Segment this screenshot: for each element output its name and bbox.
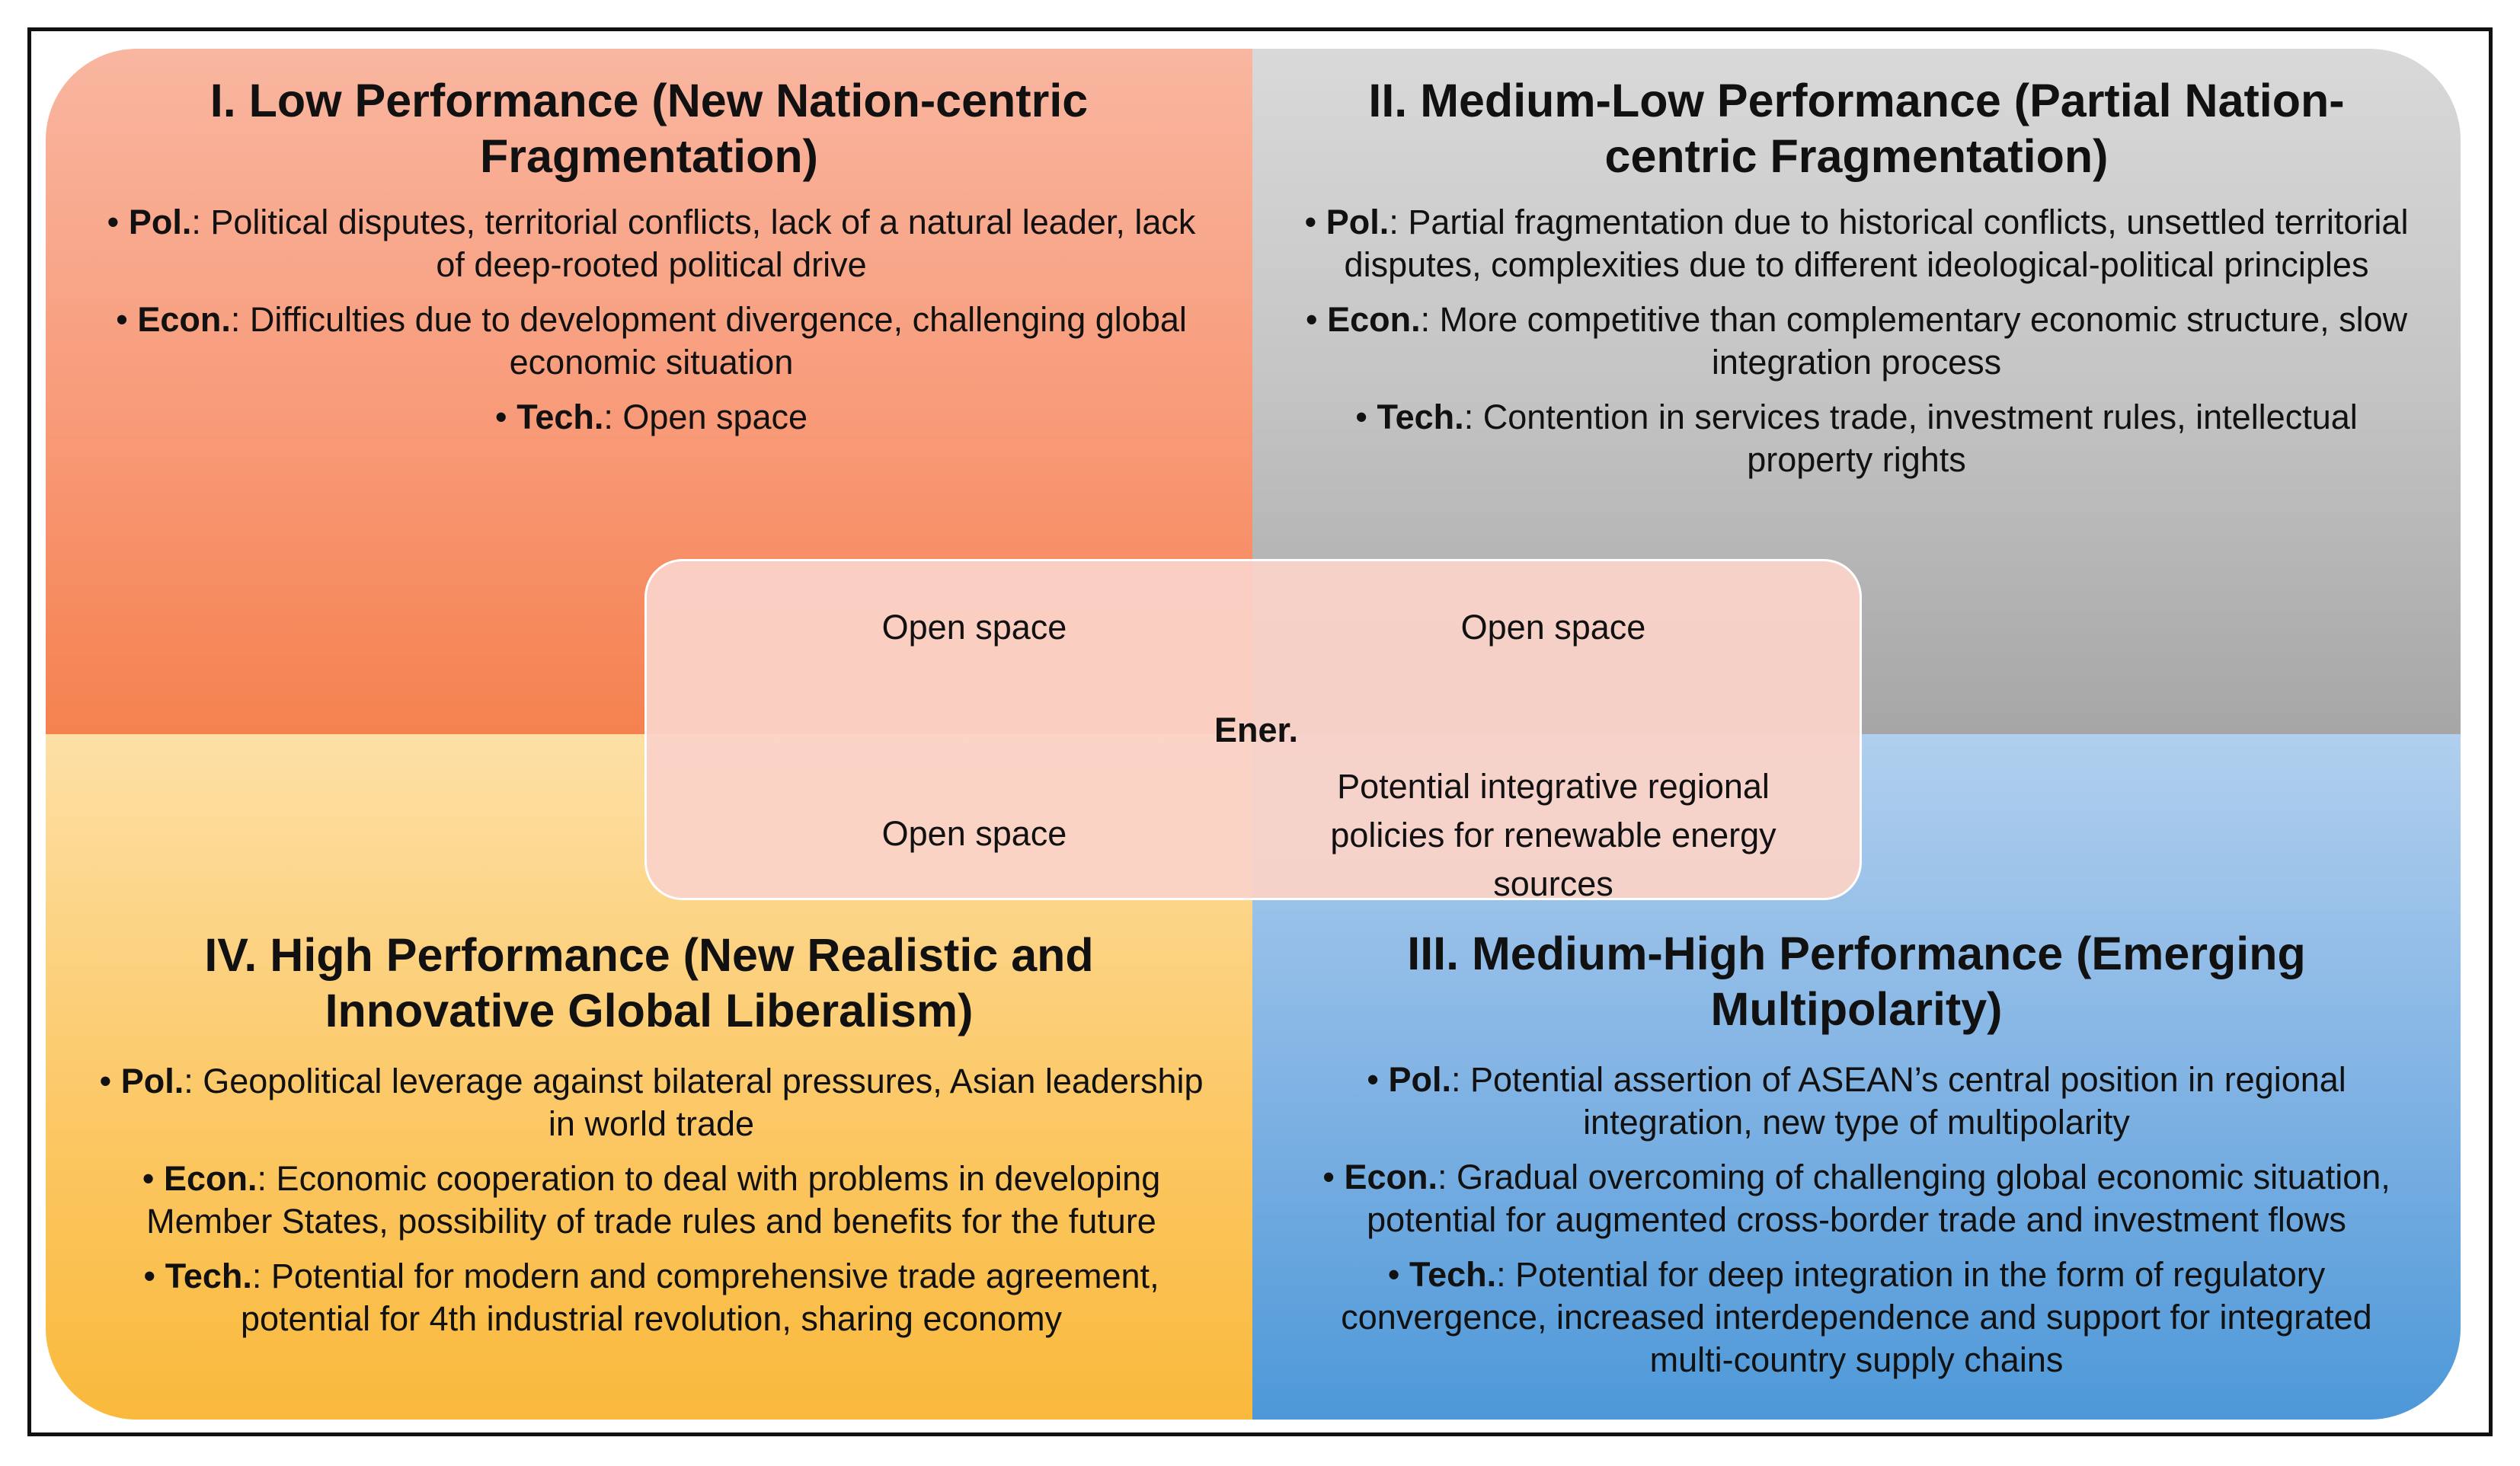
item-econ: • Econ.: Gradual overcoming of challengi… — [1322, 1158, 2390, 1239]
energy-top-left: Open space — [881, 608, 1067, 647]
item-pol: • Pol.: Partial fragmentation due to his… — [1304, 203, 2409, 284]
item-text: : Contention in services trade, investme… — [1463, 398, 2358, 479]
quadrant-high-performance: IV. High Performance (New Realistic and … — [46, 734, 1252, 1420]
item-label: Tech. — [1409, 1255, 1497, 1294]
item-label: Tech. — [165, 1257, 252, 1295]
energy-top-right: Open space — [1460, 608, 1646, 647]
energy-center-box: Open space Open space Ener. Open space P… — [644, 559, 1862, 903]
item-tech: • Tech.: Contention in services trade, i… — [1355, 398, 2358, 479]
item-text: : Difficulties due to development diverg… — [230, 300, 1187, 382]
energy-label: Ener. — [1214, 711, 1299, 749]
quadrant-title: I. Low Performance (New Nation-centric F… — [209, 75, 1089, 182]
item-text: : Potential for deep integration in the … — [1341, 1255, 2372, 1379]
item-pol: • Pol.: Political disputes, territorial … — [107, 203, 1196, 284]
item-econ: • Econ.: Difficulties due to development… — [116, 300, 1187, 382]
item-label: Econ. — [1327, 300, 1421, 339]
quadrant-items: • Pol.: Political disputes, territorial … — [91, 201, 1211, 451]
item-tech: • Tech.: Potential for deep integration … — [1341, 1255, 2372, 1379]
item-text: : Potential assertion of ASEAN’s central… — [1450, 1060, 2346, 1142]
item-text: : Gradual overcoming of challenging glob… — [1367, 1158, 2390, 1239]
item-text: : Partial fragmentation due to historica… — [1344, 203, 2409, 284]
item-text: : Potential for modern and comprehensive… — [240, 1257, 1159, 1338]
item-label: Tech. — [1377, 398, 1464, 436]
energy-bottom-right: Potential integrative regional policies … — [1330, 767, 1776, 903]
item-text: : Economic cooperation to deal with prob… — [146, 1159, 1161, 1241]
quadrant-items: • Pol.: Potential assertion of ASEAN’s c… — [1298, 1059, 2415, 1394]
item-tech: • Tech.: Open space — [494, 398, 808, 436]
item-econ: • Econ.: Economic cooperation to deal wi… — [142, 1159, 1161, 1241]
quadrant-items: • Pol.: Geopolitical leverage against bi… — [91, 1060, 1211, 1353]
item-label: Pol. — [128, 203, 192, 241]
item-pol: • Pol.: Potential assertion of ASEAN’s c… — [1367, 1060, 2346, 1142]
energy-bottom-left: Open space — [881, 814, 1067, 853]
scenario-matrix: I. Low Performance (New Nation-centric F… — [46, 49, 2461, 1420]
item-label: Econ. — [164, 1159, 257, 1198]
item-label: Pol. — [1326, 203, 1390, 241]
item-econ: • Econ.: More competitive than complemen… — [1305, 300, 2408, 382]
quadrant-title: III. Medium-High Performance (Emerging M… — [1407, 928, 2306, 1035]
item-text: : Political disputes, territorial confli… — [191, 203, 1196, 284]
item-text: : Open space — [603, 398, 808, 436]
item-label: Econ. — [137, 300, 231, 339]
item-label: Tech. — [516, 398, 604, 436]
item-text: : More competitive than complementary ec… — [1420, 300, 2408, 382]
item-label: Pol. — [120, 1062, 184, 1100]
item-label: Econ. — [1344, 1158, 1438, 1196]
quadrant-title: II. Medium-Low Performance (Partial Nati… — [1368, 75, 2345, 182]
item-tech: • Tech.: Potential for modern and compre… — [143, 1257, 1159, 1338]
quadrant-title: IV. High Performance (New Realistic and … — [204, 929, 1094, 1036]
item-label: Pol. — [1388, 1060, 1451, 1099]
quadrant-medium-high-performance: III. Medium-High Performance (Emerging M… — [1252, 734, 2461, 1420]
quadrant-items: • Pol.: Partial fragmentation due to his… — [1298, 201, 2415, 493]
item-text: : Geopolitical leverage against bilatera… — [184, 1062, 1204, 1143]
item-pol: • Pol.: Geopolitical leverage against bi… — [99, 1062, 1204, 1143]
